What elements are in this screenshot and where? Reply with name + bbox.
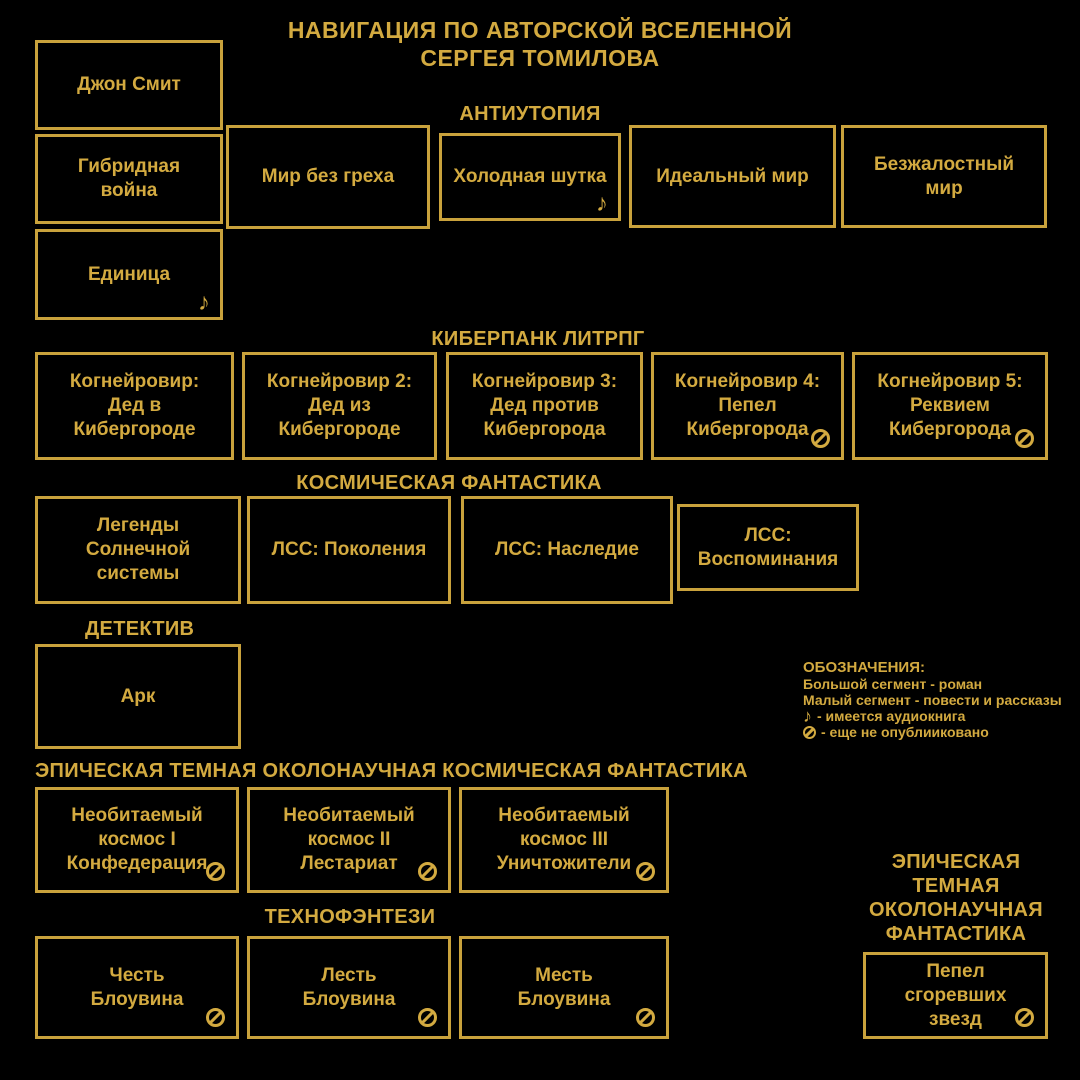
legend-item-unpublished: - еще не опублииковано (803, 724, 1062, 740)
audiobook-icon: ♪ (198, 289, 210, 316)
book-box-neobitaemyj-kosmos-1[interactable]: Необитаемый космос I Конфедерация (35, 787, 239, 893)
book-box-neobitaemyj-kosmos-2[interactable]: Необитаемый космос II Лестариат (247, 787, 451, 893)
book-box-legendy-solnechnoj-sistemy[interactable]: Легенды Солнечной системы (35, 496, 241, 604)
book-box-neobitaemyj-kosmos-3[interactable]: Необитаемый космос III Уничтожители (459, 787, 669, 893)
book-title: Честь Блоувина (90, 964, 184, 1010)
book-box-lss-pokoleniya[interactable]: ЛСС: Поколения (247, 496, 451, 604)
book-title: Пепел сгоревших звезд (904, 960, 1007, 1030)
book-title: Когнейровир: Дед в Кибергороде (69, 371, 200, 440)
legend-header: ОБОЗНАЧЕНИЯ: (803, 659, 925, 676)
section-header-epic-dark-fiction: ЭПИЧЕСКАЯ ТЕМНАЯ ОКОЛОНАУЧНАЯ ФАНТАСТИКА (869, 851, 1043, 945)
legend-item-label: Большой сегмент - роман (803, 676, 983, 692)
book-box-lss-nasledie[interactable]: ЛСС: Наследие (461, 496, 673, 604)
not-published-icon (803, 725, 816, 739)
diagram-title: НАВИГАЦИЯ ПО АВТОРСКОЙ ВСЕЛЕННОЙ СЕРГЕЯ … (287, 17, 793, 71)
book-box-kognejrovir-5[interactable]: Когнейровир 5: Реквием Кибергорода (852, 352, 1048, 460)
unpublished-icon (811, 429, 830, 448)
book-box-holodnaya-shutka[interactable]: Холодная шутка ♪ (439, 133, 621, 221)
book-box-ark[interactable]: Арк (35, 644, 241, 749)
unpublished-icon (636, 862, 655, 881)
book-box-john-smith[interactable]: Джон Смит (35, 40, 223, 130)
book-box-kognejrovir-3[interactable]: Когнейровир 3: Дед против Кибергорода (446, 352, 643, 460)
unpublished-icon (418, 862, 437, 881)
book-title: Необитаемый космос III Уничтожители (496, 805, 632, 874)
book-title: Когнейровир 4: Пепел Кибергорода (674, 371, 821, 440)
book-title: Лесть Блоувина (302, 964, 396, 1010)
unpublished-icon (636, 1008, 655, 1027)
book-box-idealny-mir[interactable]: Идеальный мир (629, 125, 836, 228)
legend-item-audiobook: ♪ - имеется аудиокнига (803, 706, 1062, 726)
book-title: Арк (120, 685, 156, 707)
book-title: ЛСС: Наследие (495, 539, 639, 560)
book-title: Когнейровир 2: Дед из Кибергороде (266, 371, 413, 440)
book-box-kognejrovir-1[interactable]: Когнейровир: Дед в Кибергороде (35, 352, 234, 460)
unpublished-icon (418, 1008, 437, 1027)
legend-item-stories: Малый сегмент - повести и рассказы (803, 692, 1062, 708)
book-title: Необитаемый космос II Лестариат (283, 805, 415, 874)
music-note-icon: ♪ (803, 706, 812, 726)
book-box-mir-bez-greha[interactable]: Мир без греха (226, 125, 430, 229)
book-box-mest-blouvina[interactable]: Месть Блоувина (459, 936, 669, 1039)
section-header-space-fiction: КОСМИЧЕСКАЯ ФАНТАСТИКА (296, 472, 602, 494)
unpublished-icon (1015, 1008, 1034, 1027)
book-title: Когнейровир 5: Реквием Кибергорода (877, 371, 1023, 440)
book-box-gibridnaya-voina[interactable]: Гибридная война (35, 134, 223, 224)
book-box-lest-blouvina[interactable]: Лесть Блоувина (247, 936, 451, 1039)
book-title: Идеальный мир (656, 165, 809, 187)
book-box-edinitsa[interactable]: Единица ♪ (35, 229, 223, 320)
legend-item-novel: Большой сегмент - роман (803, 676, 1062, 692)
section-header-antiutopia: АНТИУТОПИЯ (459, 103, 601, 125)
section-header-epic-dark-space-fiction: ЭПИЧЕСКАЯ ТЕМНАЯ ОКОЛОНАУЧНАЯ КОСМИЧЕСКА… (35, 760, 748, 782)
book-title: Гибридная война (77, 156, 181, 201)
legend-item-label: Малый сегмент - повести и рассказы (803, 692, 1062, 708)
legend-item-label: - еще не опублииковано (821, 724, 989, 740)
book-box-bezzhalostny-mir[interactable]: Безжалостный мир (841, 125, 1047, 228)
section-header-detective: ДЕТЕКТИВ (85, 618, 195, 640)
unpublished-icon (206, 862, 225, 881)
book-title: Необитаемый космос I Конфедерация (66, 805, 208, 874)
book-title: Джон Смит (77, 74, 181, 95)
book-title: Единица (87, 263, 171, 285)
book-title: Безжалостный мир (873, 153, 1015, 199)
book-box-pepel-sgorevshih-zvezd[interactable]: Пепел сгоревших звезд (863, 952, 1048, 1039)
audiobook-icon: ♪ (596, 190, 608, 217)
unpublished-icon (1015, 429, 1034, 448)
section-header-technofantasy: ТЕХНОФЭНТЕЗИ (264, 906, 436, 928)
book-box-kognejrovir-4[interactable]: Когнейровир 4: Пепел Кибергорода (651, 352, 844, 460)
book-box-chest-blouvina[interactable]: Честь Блоувина (35, 936, 239, 1039)
book-title: ЛСС: Поколения (271, 539, 427, 560)
section-header-cyberpunk-litrpg: КИБЕРПАНК ЛИТРПГ (431, 328, 645, 350)
unpublished-icon (206, 1008, 225, 1027)
book-title: Когнейровир 3: Дед против Кибергорода (471, 371, 618, 440)
book-title: Месть Блоувина (517, 964, 611, 1010)
book-title: Холодная шутка (453, 166, 607, 187)
book-title: ЛСС: Воспоминания (697, 524, 839, 570)
book-box-kognejrovir-2[interactable]: Когнейровир 2: Дед из Кибергороде (242, 352, 437, 460)
book-box-lss-vospominaniya[interactable]: ЛСС: Воспоминания (677, 504, 859, 591)
legend-item-label: - имеется аудиокнига (817, 708, 966, 724)
legend: ОБОЗНАЧЕНИЯ: Большой сегмент - роман Мал… (803, 659, 1062, 740)
book-title: Легенды Солнечной системы (85, 515, 191, 584)
book-title: Мир без греха (261, 166, 395, 187)
